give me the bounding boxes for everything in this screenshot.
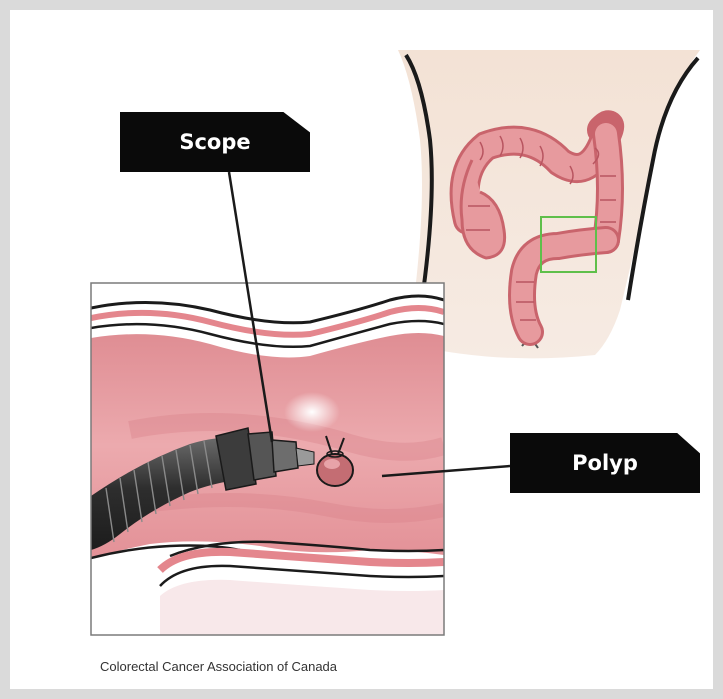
polyp-label: Polyp: [510, 433, 700, 493]
polyp-label-text: Polyp: [572, 451, 638, 475]
illustration: [10, 10, 713, 689]
image-credit: Colorectal Cancer Association of Canada: [100, 659, 337, 674]
colon-inset: [91, 283, 444, 635]
scope-label: Scope: [120, 112, 310, 172]
diagram-frame: Scope Polyp Colorectal Cancer Associatio…: [10, 10, 713, 689]
scope-label-text: Scope: [179, 130, 250, 154]
